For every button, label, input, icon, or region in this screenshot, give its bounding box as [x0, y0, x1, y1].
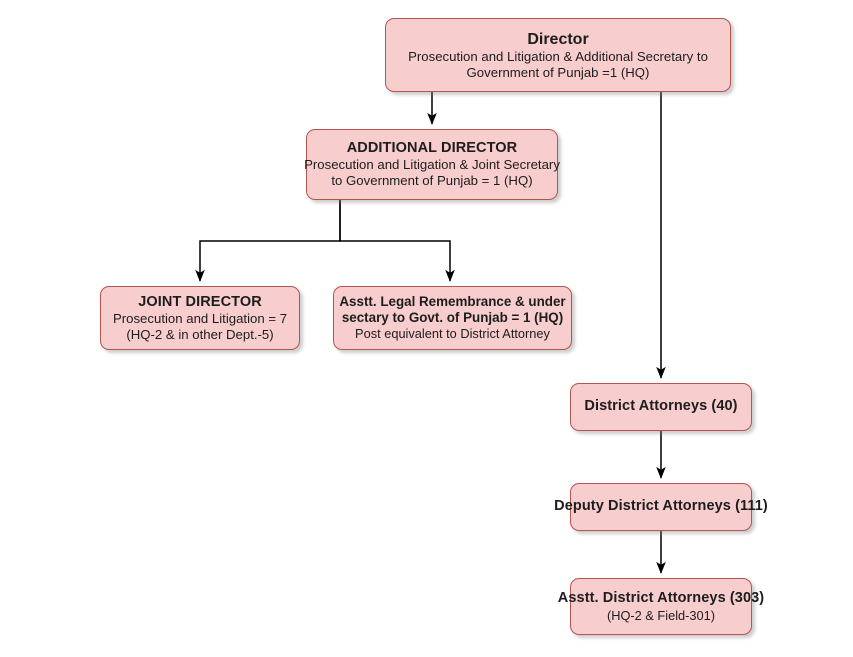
node-asstt-legal-remembrance-line-1: sectary to Govt. of Punjab = 1 (HQ) [341, 310, 564, 326]
node-additional-director-line-0: ADDITIONAL DIRECTOR [346, 140, 518, 157]
node-director-line-1: Prosecution and Litigation & Additional … [408, 48, 708, 64]
node-district-attorneys[interactable]: District Attorneys (40) [570, 383, 752, 431]
node-joint-director-line-1: Prosecution and Litigation = 7 [112, 310, 288, 326]
node-asstt-legal-remembrance[interactable]: Asstt. Legal Remembrance & under sectary… [333, 286, 572, 350]
node-deputy-district-attorneys-line-0: Deputy District Attorneys (111) [554, 498, 768, 515]
edge-additional-director-to-asstt-legal-remembrance [339, 200, 455, 282]
edge-additional-director-to-joint-director [195, 200, 341, 282]
node-director-line-0: Director [527, 30, 589, 48]
node-director[interactable]: Director Prosecution and Litigation & Ad… [385, 18, 731, 92]
node-director-line-2: Government of Punjab =1 (HQ) [466, 64, 650, 80]
node-district-attorneys-line-0: District Attorneys (40) [584, 398, 738, 415]
node-asstt-district-attorneys-line-0: Asstt. District Attorneys (303) [557, 590, 765, 607]
node-deputy-district-attorneys[interactable]: Deputy District Attorneys (111) [554, 483, 768, 531]
node-additional-director-line-2: to Government of Punjab = 1 (HQ) [331, 173, 533, 189]
node-asstt-district-attorneys-line-1: (HQ-2 & Field-301) [606, 607, 716, 623]
node-asstt-legal-remembrance-line-2: Post equivalent to District Attorney [355, 326, 550, 342]
node-asstt-district-attorneys[interactable]: Asstt. District Attorneys (303) (HQ-2 & … [558, 578, 764, 635]
node-joint-director-line-2: (HQ-2 & in other Dept.-5) [126, 326, 274, 342]
node-additional-director-line-1: Prosecution and Litigation & Joint Secre… [304, 157, 560, 173]
node-joint-director[interactable]: JOINT DIRECTOR Prosecution and Litigatio… [100, 286, 300, 350]
node-additional-director[interactable]: ADDITIONAL DIRECTOR Prosecution and Liti… [304, 129, 560, 200]
node-joint-director-line-0: JOINT DIRECTOR [138, 293, 262, 310]
node-asstt-legal-remembrance-line-0: Asstt. Legal Remembrance & under [339, 294, 566, 310]
